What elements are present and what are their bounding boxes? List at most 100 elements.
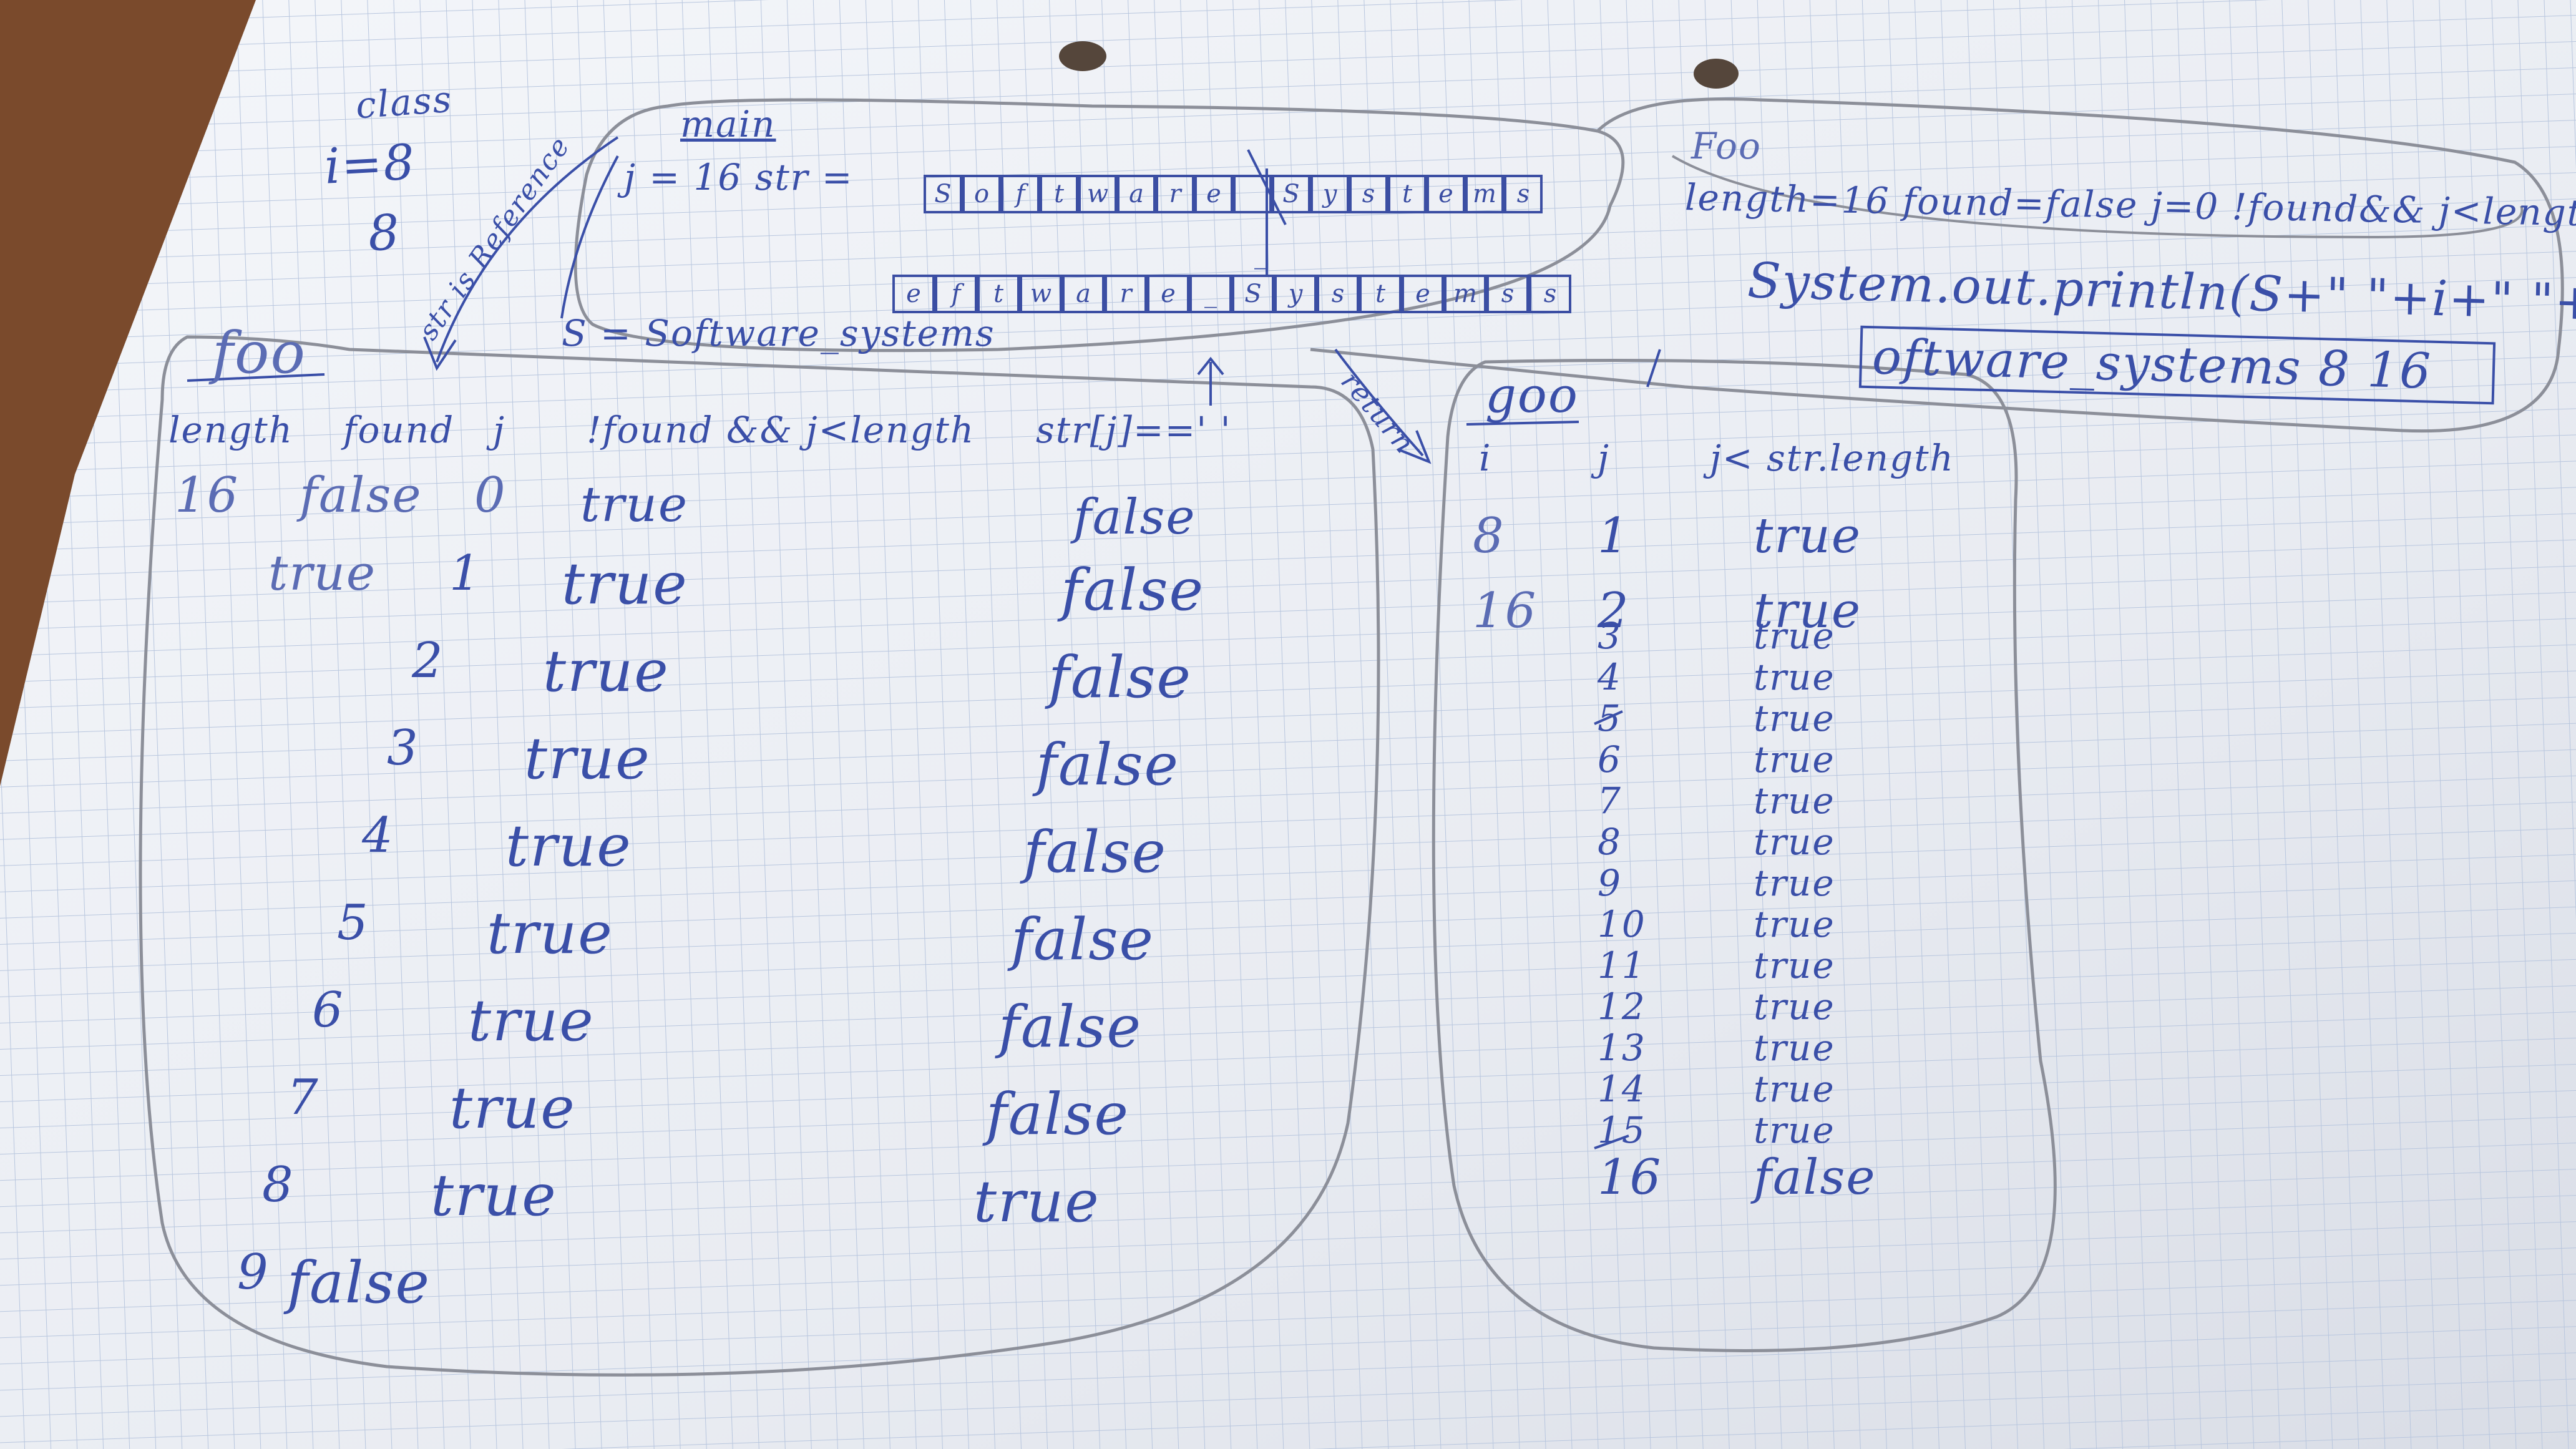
foo-row-cmp: false — [1011, 906, 1154, 973]
array-cell: _ — [1189, 275, 1232, 313]
array-cell: S — [924, 175, 962, 213]
foo-row-cmp: true — [973, 1168, 1100, 1235]
goo-row-cond: true — [1754, 738, 1835, 781]
array-cell: s — [1486, 275, 1529, 313]
foo-header: found — [343, 409, 455, 451]
goo-row-j: 13 — [1598, 1027, 1646, 1069]
array-cell: y — [1274, 275, 1317, 313]
foo-row-cmp: false — [1036, 731, 1179, 798]
goo-row-cond: true — [1754, 944, 1835, 987]
foo-length: 16 — [175, 467, 240, 524]
goo-row-cond: true — [1754, 821, 1835, 863]
goo-row-j: 10 — [1598, 903, 1646, 945]
foo-header: length — [168, 409, 294, 451]
foo-row-cmp: false — [1061, 557, 1204, 623]
array-cell: m — [1465, 175, 1504, 213]
array-cell: t — [1040, 175, 1078, 213]
array-cell: s — [1529, 275, 1571, 313]
array-cell: r — [1156, 175, 1194, 213]
array-cell: e — [1427, 175, 1465, 213]
array-cell: r — [1105, 275, 1147, 313]
foo-row-cond: true — [487, 900, 613, 967]
goo-row-j: 4 — [1598, 656, 1622, 698]
array-cell: e — [1402, 275, 1444, 313]
array-cell: e — [1194, 175, 1233, 213]
foo-row-cmp: false — [998, 993, 1142, 1060]
foo-row-cond: true — [505, 812, 632, 879]
foo-row-j: 8 — [262, 1157, 295, 1213]
goo-row-j: 15 — [1598, 1109, 1646, 1151]
array-cell: t — [1359, 275, 1402, 313]
println-output: oftware_systems 8 16 — [1871, 329, 2433, 400]
goo-row-cond: true — [1754, 779, 1835, 822]
array-cell: t — [1388, 175, 1427, 213]
goo-row-j: 3 — [1598, 615, 1622, 657]
goo-row-cond: true — [1754, 508, 1862, 564]
array-cell — [1233, 175, 1272, 213]
array-cell: e — [892, 275, 935, 313]
s-assign: S = Software_systems — [562, 312, 995, 354]
class-value: 8 — [366, 204, 402, 263]
goo-header: j — [1598, 437, 1610, 479]
foo-row-cmp: false — [1023, 819, 1167, 886]
foo-row-cond: true — [562, 550, 688, 617]
array-cell: f — [1001, 175, 1040, 213]
goo-i: 16 — [1473, 583, 1538, 639]
goo-row-cond: true — [1754, 615, 1835, 657]
goo-header: i — [1479, 437, 1492, 479]
foo-header: str[j]==' ' — [1036, 409, 1232, 451]
main-j-str: j = 16 str = — [624, 156, 854, 198]
foo-frame — [139, 335, 1380, 1377]
foo-found-after: true — [268, 545, 377, 602]
array-cell: s — [1504, 175, 1543, 213]
main-to-s-arrow — [560, 155, 619, 319]
return-arrow — [1334, 348, 1424, 457]
foo-row-j: 6 — [312, 982, 344, 1038]
goo-i: 8 — [1473, 508, 1505, 564]
foo-j: 0 — [474, 467, 507, 524]
foo-header: !found && j<length — [587, 409, 975, 451]
foo-row-j: 7 — [287, 1070, 320, 1126]
goo-row-cond: true — [1754, 985, 1835, 1028]
foo-row-cond: true — [431, 1162, 557, 1229]
goo-frame — [1432, 359, 2057, 1352]
foo-row-cond: false — [287, 1249, 431, 1316]
foo-found: false — [300, 467, 422, 524]
goo-row-cond: true — [1754, 1068, 1835, 1110]
punch-hole — [1059, 41, 1106, 71]
goo-row-j: 14 — [1598, 1068, 1646, 1110]
goo-row-j: 1 — [1598, 508, 1630, 564]
foo-row-cond: true — [543, 638, 670, 705]
foo-cmp: false — [1073, 489, 1196, 545]
foo-row-j: 1 — [449, 545, 482, 602]
goo-row-cond: true — [1754, 1027, 1835, 1069]
goo-row-cond: true — [1754, 1109, 1835, 1151]
array-cell: a — [1117, 175, 1156, 213]
punch-hole — [1694, 59, 1739, 89]
reference-arrow — [436, 136, 619, 363]
goo-row-cond: true — [1754, 697, 1835, 739]
array-marker: _ — [1254, 238, 1269, 270]
array-cell: e — [1147, 275, 1189, 313]
goo-row-cond: false — [1754, 1149, 1876, 1206]
array-cell: S — [1272, 175, 1310, 213]
array-cell: S — [1232, 275, 1274, 313]
array-cell: w — [1078, 175, 1117, 213]
class-label: class — [354, 77, 454, 127]
array-cell: t — [977, 275, 1020, 313]
foo-cond: true — [580, 477, 689, 533]
array-cell: o — [962, 175, 1001, 213]
goo-header: j< str.length — [1710, 437, 1954, 479]
foo-row-j: 2 — [412, 633, 444, 689]
goo-row-j: 2 — [1598, 583, 1630, 639]
goo-row-j: 16 — [1598, 1149, 1662, 1206]
goo-row-cond: true — [1754, 862, 1835, 904]
array-cell: m — [1444, 275, 1486, 313]
foo-row-cond: true — [524, 725, 651, 792]
foo-row-cond: true — [468, 987, 595, 1054]
foo-small-title: Foo — [1691, 125, 1762, 167]
goo-row-cond: true — [1754, 583, 1862, 639]
goo-row-cond: true — [1754, 903, 1835, 945]
main-frame — [573, 98, 1625, 353]
